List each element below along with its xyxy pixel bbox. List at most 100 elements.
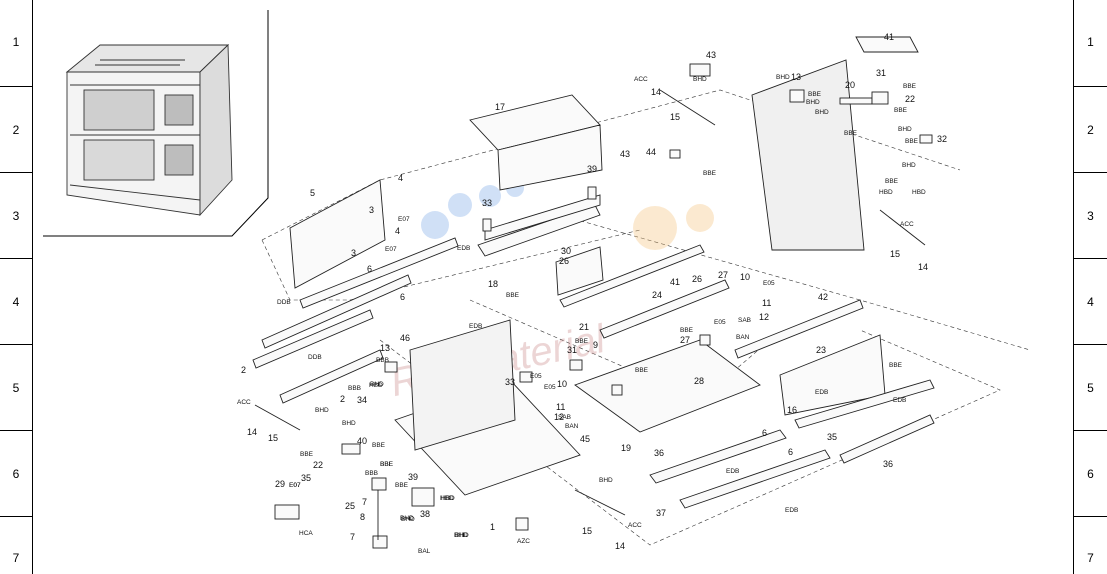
row-number: 7 <box>1087 551 1094 565</box>
row-number: 5 <box>1087 381 1094 395</box>
screw-code: BBE <box>894 107 908 114</box>
part-number: 15 <box>582 526 592 536</box>
part-number: 25 <box>345 501 355 511</box>
part-number: 36 <box>883 459 893 469</box>
part-number: 16 <box>787 405 797 415</box>
part-number: 40 <box>357 436 367 446</box>
row-cell: 6 <box>0 430 32 516</box>
part-number: 2 <box>340 394 345 404</box>
screw-code: BHD <box>370 381 384 388</box>
screw-code: BBE <box>395 482 409 489</box>
row-cell: 5 <box>0 344 32 430</box>
part-number: 9 <box>593 340 598 350</box>
screw-code: E05 <box>530 373 542 380</box>
part-number: 3 <box>369 205 374 215</box>
row-number: 1 <box>12 35 20 49</box>
screw-code: HBD <box>369 382 383 389</box>
row-cell: 7 <box>0 516 32 574</box>
part-number: 15 <box>670 112 680 122</box>
row-cell: 3 <box>0 172 32 258</box>
screw-code: BHD <box>315 407 329 414</box>
screw-code: EDB <box>726 468 739 475</box>
part-number: 14 <box>651 87 661 97</box>
row-cell: 6 <box>1074 430 1107 516</box>
screw-code: E07 <box>289 482 301 489</box>
part-number: 27 <box>718 270 728 280</box>
screw-code: BHD <box>400 515 414 522</box>
part-number: 36 <box>654 448 664 458</box>
row-cell: 3 <box>1074 172 1107 258</box>
screw-code: EDB <box>785 507 798 514</box>
screw-code: BBE <box>903 83 917 90</box>
part-number: 27 <box>680 335 690 345</box>
part-number: 19 <box>621 443 631 453</box>
row-cell: 4 <box>1074 258 1107 344</box>
part-number: 12 <box>759 312 769 322</box>
screw-code: BHD <box>815 109 829 116</box>
row-cell: 2 <box>1074 86 1107 172</box>
part-number: 14 <box>247 427 257 437</box>
screw-code: EDB <box>815 389 828 396</box>
part-number: 34 <box>357 395 367 405</box>
screw-code: EDB <box>893 397 906 404</box>
part-number: 31 <box>567 345 577 355</box>
screw-code: HBD <box>441 495 455 502</box>
screw-code: BBE <box>372 442 386 449</box>
screw-code: AZC <box>517 538 530 545</box>
screw-code: BHD <box>776 74 790 81</box>
screw-code: BBE <box>808 91 822 98</box>
part-number: 35 <box>827 432 837 442</box>
screw-code: DDB <box>277 299 291 306</box>
screw-code: BAL <box>418 548 431 555</box>
part-number: 26 <box>559 256 569 266</box>
part-number: 11 <box>556 402 565 412</box>
part-number: 15 <box>268 433 278 443</box>
screw-code: E05 <box>714 319 726 326</box>
part-labels: 1 2 2 3 3 4 4 5 6 6 6 6 7 7 8 9 10 10 11… <box>241 32 947 551</box>
part-number: 6 <box>762 428 767 438</box>
screw-code: BHD <box>455 532 469 539</box>
part-number: 4 <box>395 226 400 236</box>
row-number: 7 <box>12 551 20 565</box>
screw-code: BBB <box>376 357 389 364</box>
part-number: 38 <box>420 509 430 519</box>
part-number: 21 <box>579 322 589 332</box>
part-number: 39 <box>408 472 418 482</box>
part-number: 3 <box>351 248 356 258</box>
screw-code: BBE <box>680 327 694 334</box>
screw-code: E05 <box>763 280 775 287</box>
screw-code: BHD <box>401 516 415 523</box>
part-number: 37 <box>656 508 666 518</box>
part-number: 6 <box>788 447 793 457</box>
screw-code: ACC <box>634 76 648 83</box>
part-number: 17 <box>495 102 505 112</box>
screw-code: BBE <box>575 338 589 345</box>
part-number: 22 <box>905 94 915 104</box>
screw-code: BBE <box>380 461 394 468</box>
part-number: 33 <box>482 198 492 208</box>
part-number: 44 <box>646 147 656 157</box>
part-number: 13 <box>791 72 801 82</box>
screw-code: BAN <box>736 334 750 341</box>
screw-code: BBE <box>885 178 899 185</box>
screw-code: BHD <box>693 76 707 83</box>
screw-code: E05 <box>544 384 556 391</box>
screw-code: BBE <box>844 130 858 137</box>
screw-code: HBD <box>440 495 454 502</box>
screw-code: BBE <box>905 138 919 145</box>
row-number: 5 <box>12 381 20 395</box>
part-number: 15 <box>890 249 900 259</box>
part-number: 35 <box>301 473 311 483</box>
part-number: 45 <box>580 434 590 444</box>
part-number: 24 <box>652 290 662 300</box>
screw-code: EDB <box>457 245 470 252</box>
screw-code: E07 <box>289 482 301 489</box>
row-number: 2 <box>12 123 20 137</box>
screw-code: BBE <box>300 451 314 458</box>
screw-code: E07 <box>385 246 397 253</box>
part-number: 26 <box>692 274 702 284</box>
screw-code: ACC <box>237 399 251 406</box>
screw-code: BHD <box>806 99 820 106</box>
part-number: 23 <box>816 345 826 355</box>
part-number: 5 <box>310 188 315 198</box>
